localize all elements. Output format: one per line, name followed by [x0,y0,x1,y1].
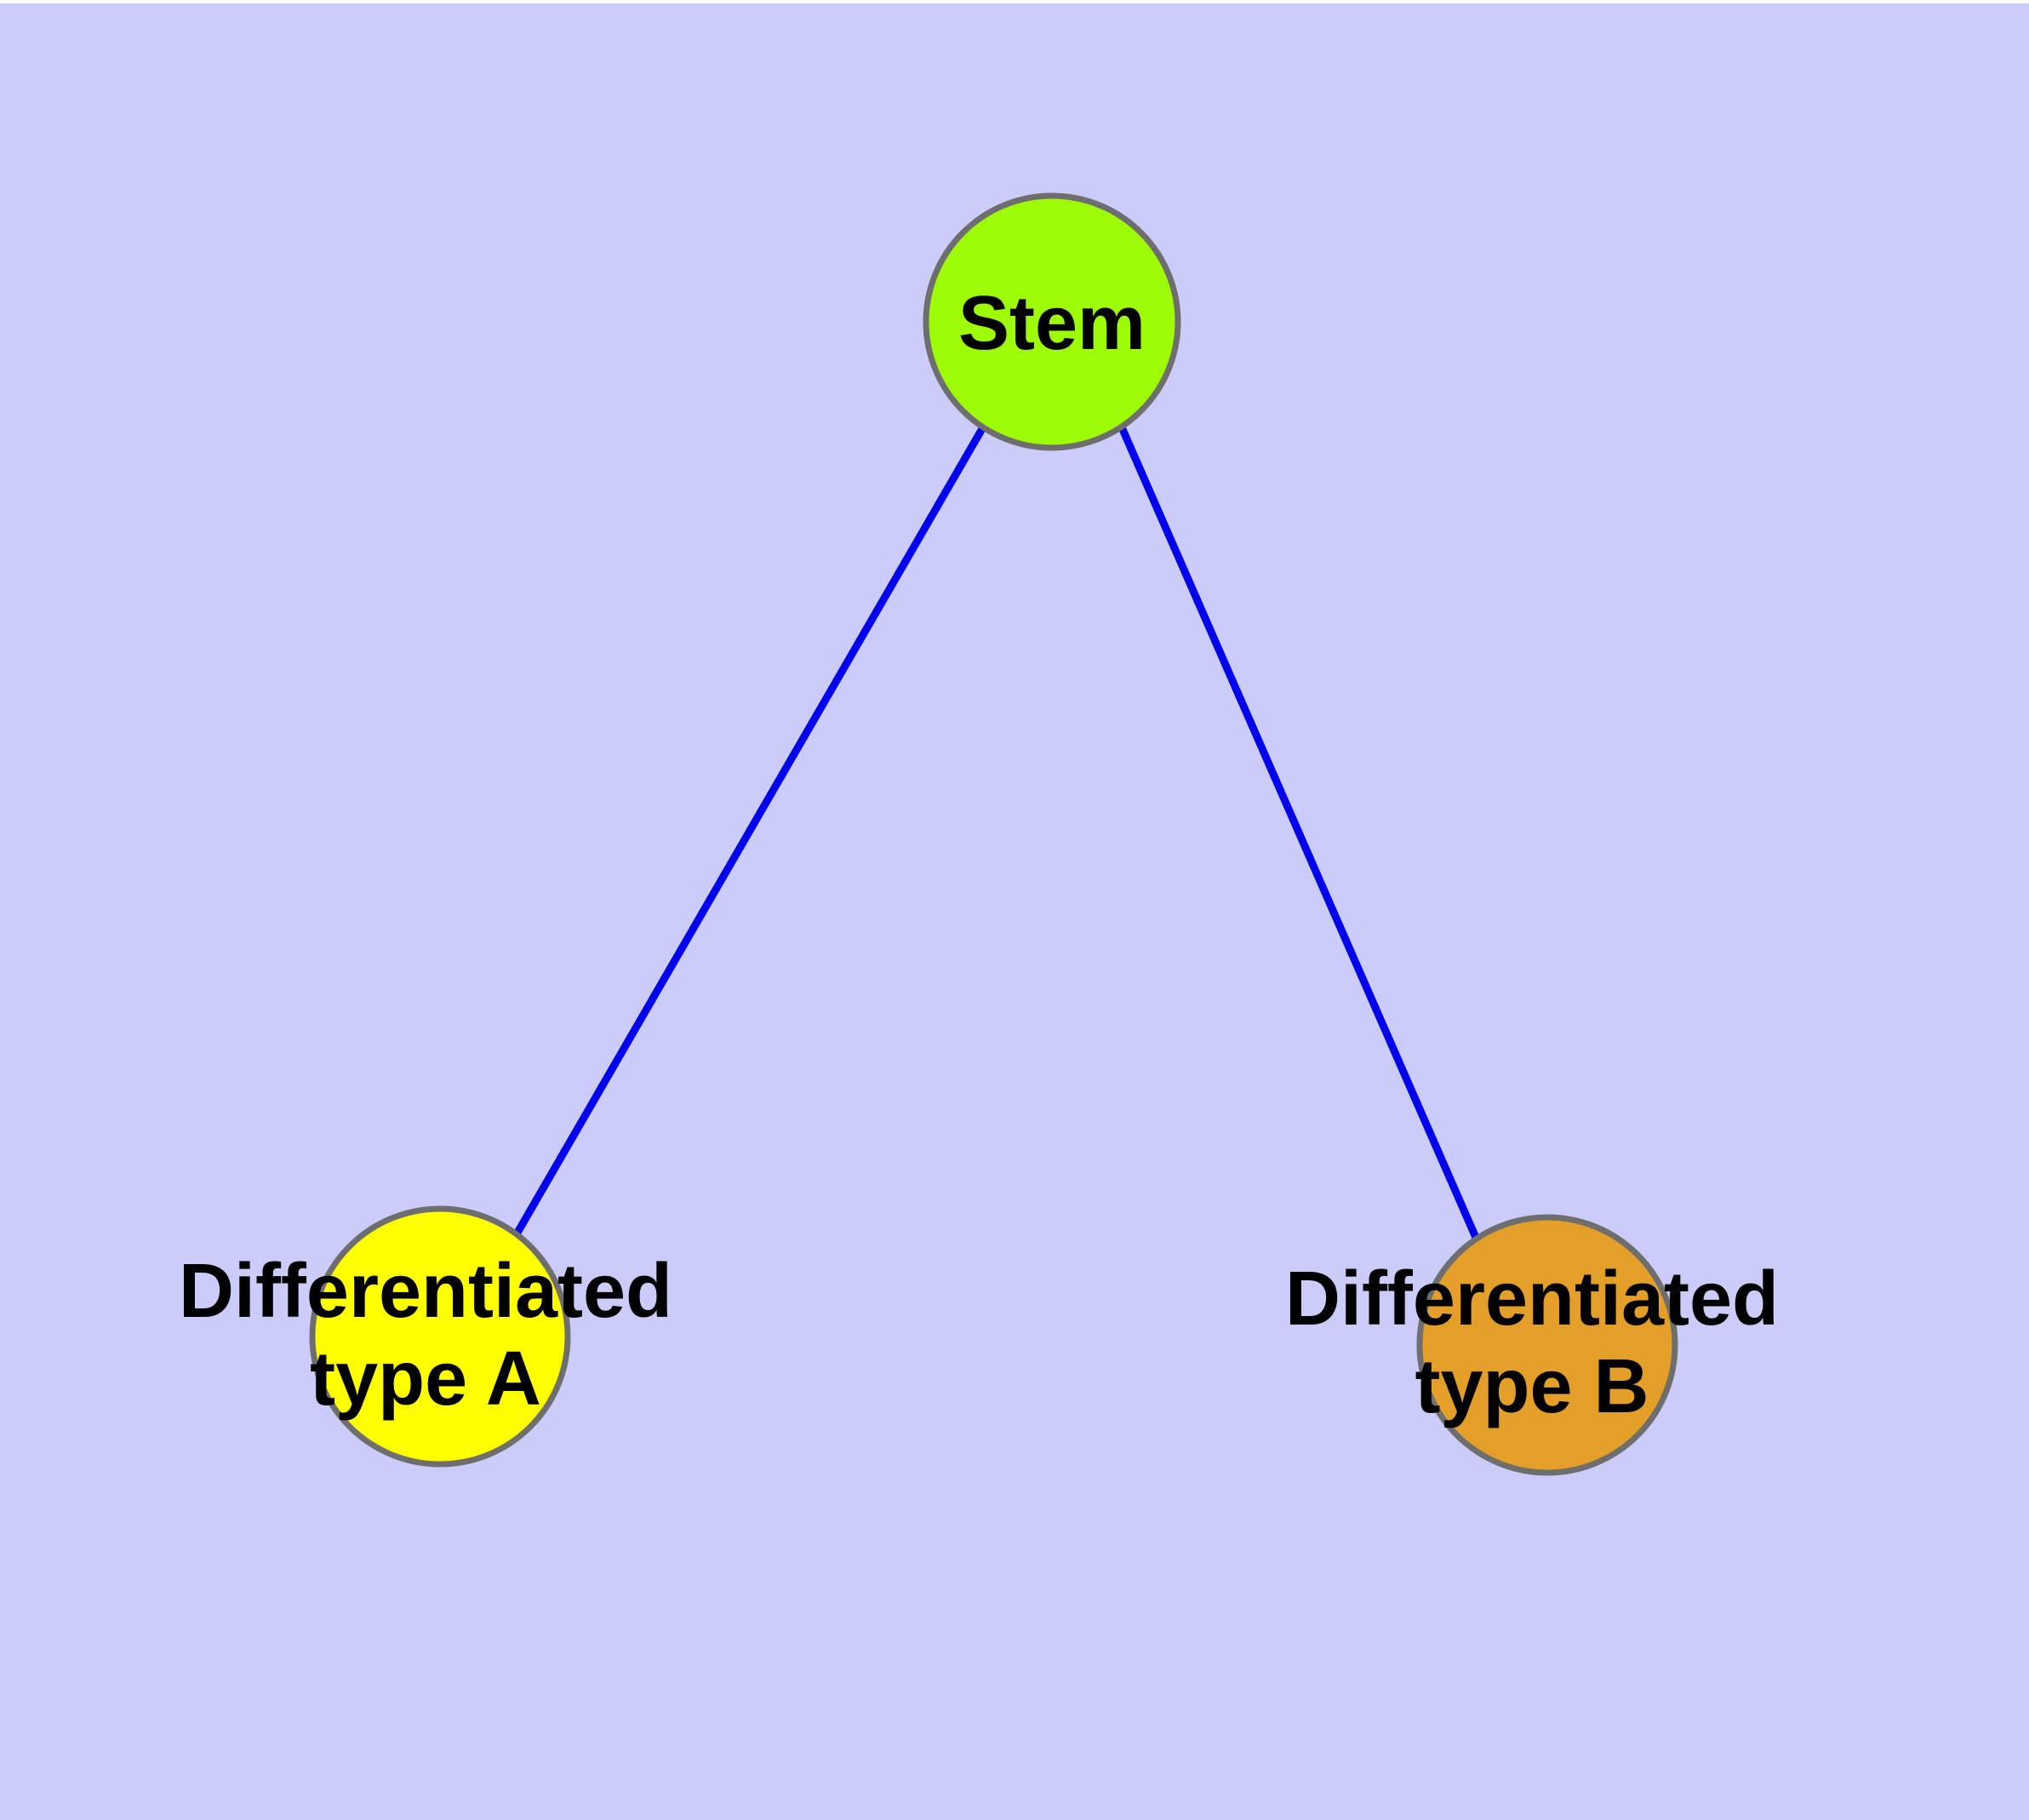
edge-layer [514,425,1481,1241]
node-stem-circle[interactable] [923,192,1181,451]
node-differentiated-type-a[interactable]: Differentiated type A [179,1205,672,1468]
edge-stem-to-differentiated-type-a[interactable] [514,425,986,1235]
node-differentiated-type-b[interactable]: Differentiated type B [1285,1214,1779,1476]
node-differentiated-type-a-label-line-1: Differentiated [179,1249,672,1334]
node-layer: Stem Differentiated type A Differentiate… [179,192,1779,1476]
node-stem-label-line-1: Stem [958,281,1146,366]
node-differentiated-type-a-label-line-2: type A [310,1336,541,1422]
node-stem[interactable]: Stem [923,192,1181,451]
node-differentiated-type-a-circle[interactable] [309,1205,571,1468]
edge-stem-to-differentiated-type-b[interactable] [1117,426,1481,1241]
node-differentiated-type-b-label-line-2: type B [1415,1344,1649,1429]
node-differentiated-type-b-label-line-1: Differentiated [1285,1256,1779,1342]
node-differentiated-type-b-circle[interactable] [1416,1214,1678,1476]
graph-svg: Stem Differentiated type A Differentiate… [179,192,1779,1476]
